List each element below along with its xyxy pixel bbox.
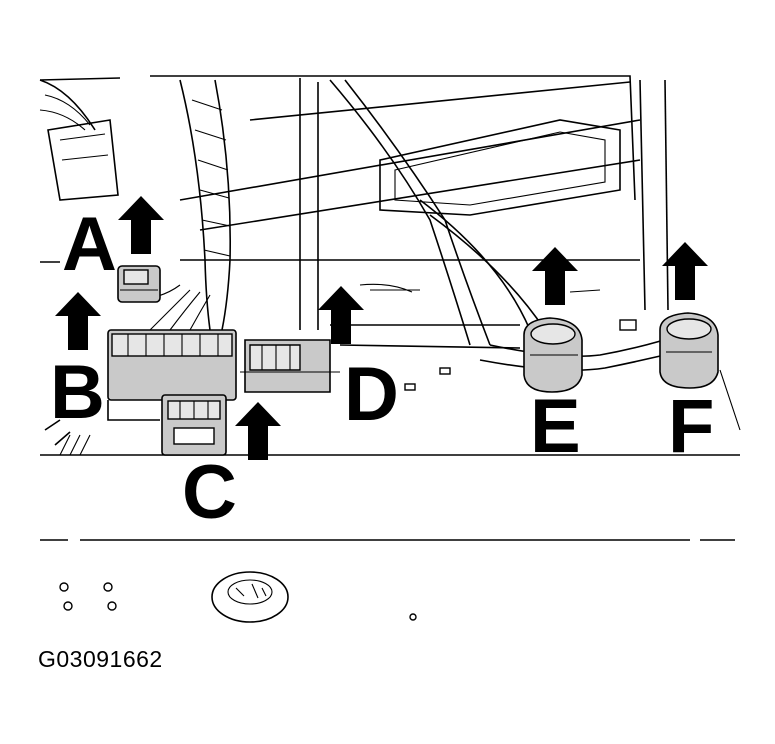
callout-d: D bbox=[344, 352, 399, 437]
figure-id-code: G03091662 bbox=[38, 646, 163, 672]
vehicle-structure bbox=[39, 75, 741, 456]
callout-f: F bbox=[668, 384, 714, 469]
connector-e bbox=[523, 317, 583, 393]
arrow-c bbox=[235, 402, 281, 460]
connector-d bbox=[240, 339, 340, 393]
arrow-e bbox=[532, 247, 578, 305]
floor-section bbox=[40, 539, 735, 623]
connector-b bbox=[107, 329, 237, 421]
upper-bracket bbox=[47, 119, 119, 201]
arrow-b bbox=[55, 292, 101, 350]
callout-c: C bbox=[182, 450, 237, 535]
connector-c bbox=[161, 394, 227, 456]
callout-e: E bbox=[530, 384, 581, 469]
arrow-a bbox=[118, 196, 164, 254]
connector-a bbox=[117, 265, 161, 303]
callout-b: B bbox=[50, 350, 105, 435]
connector-f bbox=[659, 312, 719, 389]
callout-a: A bbox=[62, 202, 117, 287]
arrow-d bbox=[318, 286, 364, 344]
arrow-f bbox=[662, 242, 708, 300]
